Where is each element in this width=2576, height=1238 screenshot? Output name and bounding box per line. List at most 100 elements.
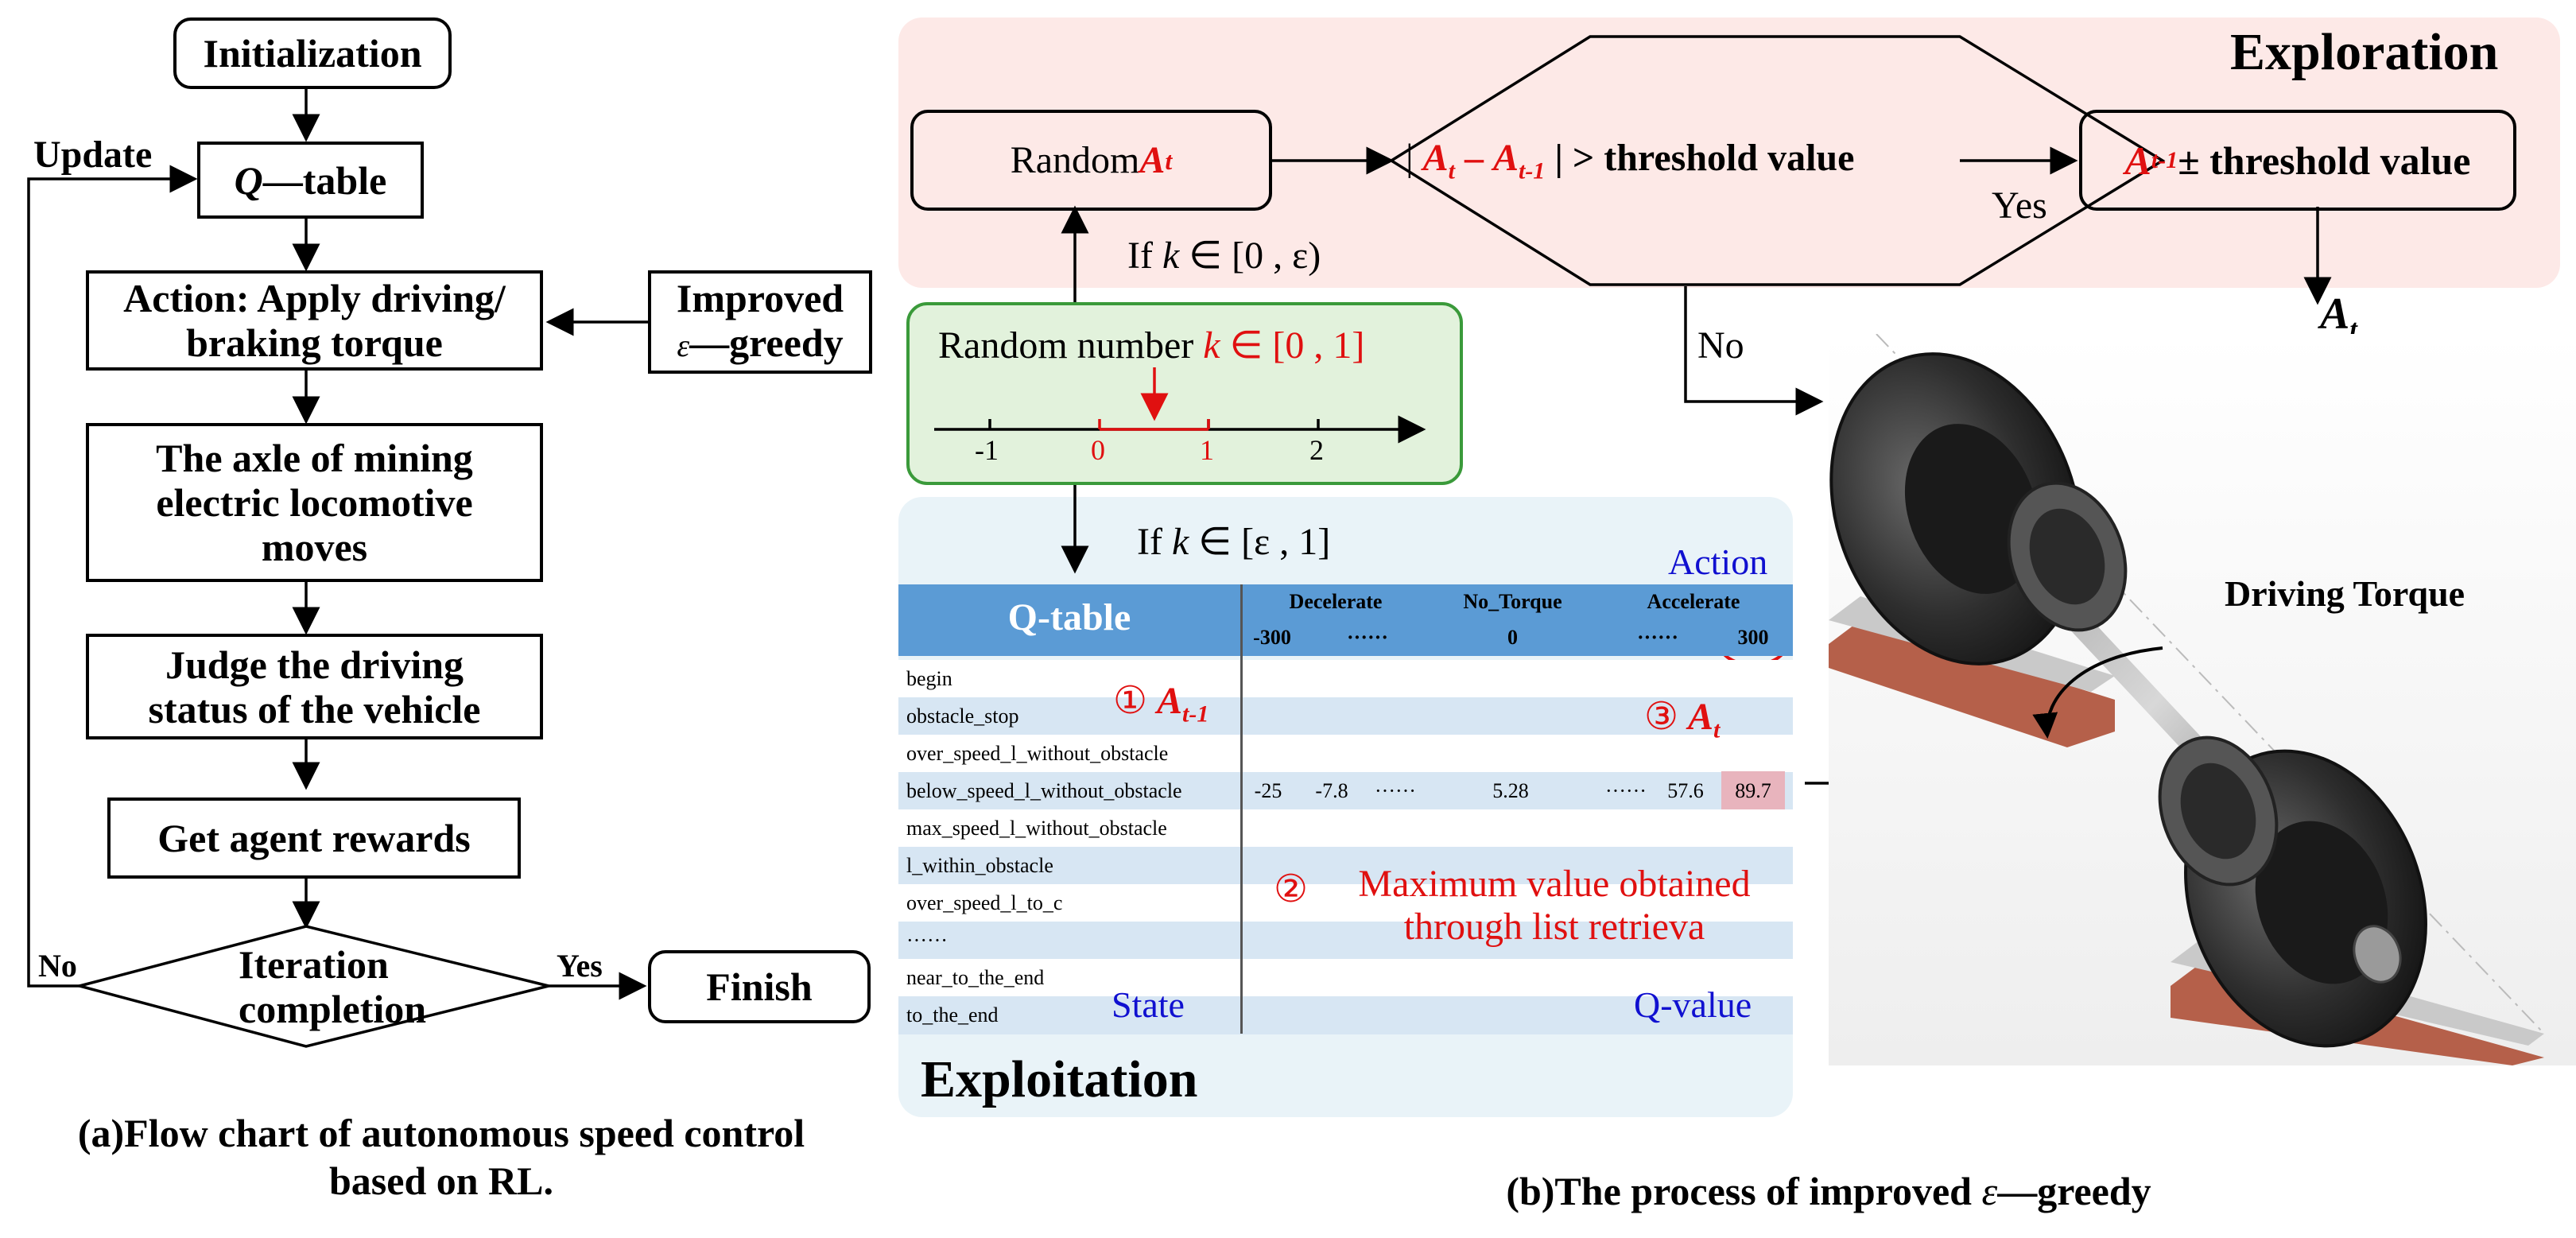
tick-0: 0 xyxy=(1091,434,1105,466)
marker3-glyph: ③ xyxy=(1644,696,1679,738)
wheelset-illustration xyxy=(1829,334,2576,1065)
init-box: Initialization xyxy=(173,17,452,89)
marker3-A: A xyxy=(1688,696,1714,738)
max-line2: through list retrieva xyxy=(1403,906,1705,948)
pm-tminus1: t-1 xyxy=(2151,146,2178,173)
q-value-cell: ······ xyxy=(1375,779,1416,802)
exploration-no: No xyxy=(1697,324,1744,367)
cond-minus: – xyxy=(1454,137,1493,179)
iteration-text: Iteration completion xyxy=(239,942,426,1031)
yes-label: Yes xyxy=(557,948,603,984)
q-value-cell: 5.28 xyxy=(1492,779,1529,802)
cond-t: t xyxy=(1448,157,1455,184)
pm-A: A xyxy=(2124,138,2151,183)
caption-b: (b)The process of improved ε—greedy xyxy=(1272,1167,2385,1215)
group-accelerate: Accelerate xyxy=(1647,590,1740,613)
improved-eps: ε xyxy=(677,328,690,363)
cond-A2: A xyxy=(1492,137,1519,179)
qtable-box: Q—table xyxy=(197,142,424,219)
state-name: ······ xyxy=(906,929,948,952)
driving-torque-label: Driving Torque xyxy=(2225,573,2465,614)
improved-greedy-box: Improved ε—greedy xyxy=(648,270,872,374)
random-at-A: A xyxy=(1139,138,1166,181)
table-row: below_speed_l_without_obstacle xyxy=(898,772,1793,810)
q-value-cell: ······ xyxy=(1605,779,1647,802)
group-no-torque: No_Torque xyxy=(1463,590,1562,613)
state-name: obstacle_stop xyxy=(906,704,1019,728)
sub-m300: -300 xyxy=(1253,626,1291,649)
caption-b-prefix: (b)The process of improved xyxy=(1506,1169,1982,1213)
init-text: Initialization xyxy=(203,31,422,76)
q-value-cell: 89.7 xyxy=(1735,779,1771,802)
judge-line2: status of the vehicle xyxy=(148,686,481,732)
state-name: to_the_end xyxy=(906,1003,999,1026)
table-row: to_the_end xyxy=(898,996,1793,1034)
max-line1: Maximum value obtained xyxy=(1358,863,1751,905)
sub-dots2: ······ xyxy=(1636,626,1679,649)
random-number-panel xyxy=(906,302,1463,485)
finish-text: Finish xyxy=(706,964,813,1009)
cond-tminus1: t-1 xyxy=(1518,157,1546,184)
at-top-A: A xyxy=(2320,289,2350,339)
sub-dots1: ······ xyxy=(1346,626,1389,649)
if-exploit-prefix: If xyxy=(1137,521,1172,563)
axle-line3: moves xyxy=(261,525,368,569)
exploration-yes: Yes xyxy=(1992,184,2047,227)
action-label: Action xyxy=(1668,541,1768,582)
threshold-condition: | At – At-1 | > threshold value xyxy=(1406,137,1854,193)
no-label: No xyxy=(38,948,77,984)
random-at-text: Random xyxy=(1010,138,1140,181)
at-top-t: t xyxy=(2349,315,2357,345)
table-row: over_speed_l_to_c xyxy=(898,884,1793,922)
state-name: over_speed_l_to_c xyxy=(906,891,1063,914)
marker1-tminus1: t-1 xyxy=(1182,700,1209,728)
marker-1: ① At-1 xyxy=(1113,680,1208,736)
caption-a-line2: based on RL. xyxy=(328,1158,554,1203)
q-table-title: Q-table xyxy=(1007,596,1131,638)
caption-b-eps: ε xyxy=(1981,1169,1998,1213)
judge-box: Judge the driving status of the vehicle xyxy=(86,634,543,739)
qtable-rest: —table xyxy=(262,157,387,203)
judge-line1: Judge the driving xyxy=(165,642,464,687)
marker1-A: A xyxy=(1157,680,1183,722)
action-line2: braking torque xyxy=(186,320,443,365)
state-name: near_to_the_end xyxy=(906,966,1045,989)
axle-line2: electric locomotive xyxy=(156,480,473,525)
table-row: ······ xyxy=(898,922,1793,960)
group-decelerate: Decelerate xyxy=(1289,590,1383,613)
state-name: begin xyxy=(906,667,952,690)
state-name: max_speed_l_without_obstacle xyxy=(906,817,1167,840)
exploration-title: Exploration xyxy=(2230,23,2499,81)
table-row: near_to_the_end xyxy=(898,959,1793,997)
rewards-text: Get agent rewards xyxy=(157,816,471,860)
torque-arrow xyxy=(2032,646,2163,739)
random-number-text: Random number k ∈ [0 , 1] xyxy=(938,324,1364,367)
threshold-diamond xyxy=(1388,35,2166,286)
action-box: Action: Apply driving/ braking torque xyxy=(86,270,543,371)
state-label: State xyxy=(1111,984,1185,1025)
table-row: over_speed_l_without_obstacle xyxy=(898,735,1793,773)
at-output-top: At xyxy=(2320,292,2357,351)
sub-300: 300 xyxy=(1737,626,1769,649)
marker-2: ② xyxy=(1274,868,1309,910)
if-eps-k: k xyxy=(1162,235,1180,277)
q-table-header xyxy=(898,584,1793,656)
table-row: begin xyxy=(898,660,1793,698)
table-row: l_within_obstacle xyxy=(898,847,1793,885)
random-k: k xyxy=(1203,324,1220,367)
tick-2: 2 xyxy=(1309,434,1324,466)
table-divider xyxy=(1240,584,1243,1034)
finish-box: Finish xyxy=(648,950,871,1023)
cond-open: | xyxy=(1406,137,1423,179)
qtable-q: Q xyxy=(234,157,263,203)
improved-line1: Improved xyxy=(676,276,844,320)
improved-rest: —greedy xyxy=(689,320,844,365)
if-exploit-interval: ∈ [ε , 1] xyxy=(1189,521,1331,563)
state-name: l_within_obstacle xyxy=(906,854,1053,877)
if-exploit-k: k xyxy=(1171,521,1189,563)
tick-1: 1 xyxy=(1200,434,1214,466)
update-label: Update xyxy=(33,134,153,176)
